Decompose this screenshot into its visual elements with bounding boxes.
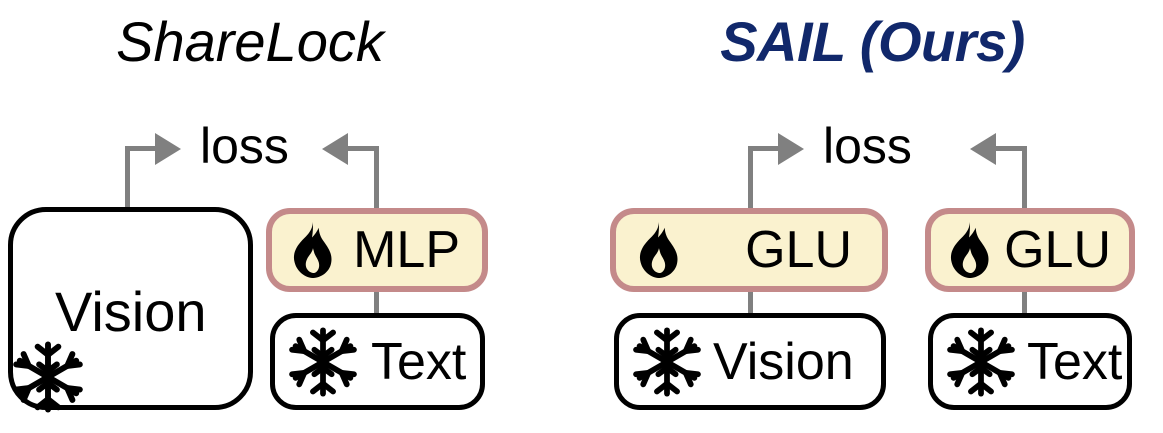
sail-text-loss-wire-vertical [1022, 146, 1027, 210]
sail-vision-loss-arrowhead [778, 132, 804, 165]
sharelock-mlp-loss-arrowhead [322, 132, 348, 165]
sharelock-mlp-text-wire [374, 286, 379, 326]
node-sail-vision[interactable]: Vision [614, 313, 886, 410]
node-sharelock-mlp[interactable]: MLP [266, 208, 488, 292]
sail-loss-label: loss [823, 118, 912, 174]
sharelock-vision-loss-wire-vertical [125, 146, 130, 210]
snowflake-icon [945, 326, 1017, 398]
sharelock-vision-loss-wire-horizontal [125, 146, 157, 151]
flame-icon [288, 222, 338, 278]
node-sharelock-vision-label: Vision [55, 280, 207, 343]
node-sharelock-vision[interactable]: Vision [8, 207, 253, 413]
node-sail-text-label: Text [1027, 332, 1123, 391]
sharelock-loss-label: loss [200, 118, 289, 174]
sail-text-loss-wire-horizontal [996, 146, 1027, 151]
flame-icon [634, 222, 684, 278]
node-sail-vision-glu[interactable]: GLU [610, 208, 888, 292]
node-sail-text[interactable]: Text [928, 313, 1132, 410]
sail-text-loss-arrowhead [970, 132, 996, 165]
sail-glu-text-wire [1022, 286, 1027, 326]
sail-vision-loss-wire-horizontal [748, 146, 780, 151]
sail-glu-vision-wire [748, 286, 753, 326]
node-sharelock-mlp-label: MLP [353, 221, 460, 279]
sharelock-mlp-loss-wire-horizontal [348, 146, 379, 151]
node-sharelock-text[interactable]: Text [270, 313, 485, 410]
snowflake-icon [287, 326, 359, 398]
snowflake-icon [11, 340, 85, 414]
node-sail-vision-label: Vision [713, 332, 854, 391]
flame-icon [945, 222, 995, 278]
snowflake-icon [631, 326, 703, 398]
panel-title-sail: SAIL (Ours) [720, 10, 1025, 73]
node-sail-text-glu[interactable]: GLU [925, 208, 1135, 292]
sharelock-mlp-loss-wire-vertical [374, 146, 379, 210]
node-sail-text-glu-label: GLU [1004, 221, 1111, 279]
panel-title-sharelock: ShareLock [116, 10, 384, 73]
node-sail-vision-glu-label: GLU [745, 221, 852, 279]
sharelock-vision-loss-arrowhead [155, 132, 181, 165]
node-sharelock-text-label: Text [371, 332, 467, 391]
sail-vision-loss-wire-vertical [748, 146, 753, 210]
